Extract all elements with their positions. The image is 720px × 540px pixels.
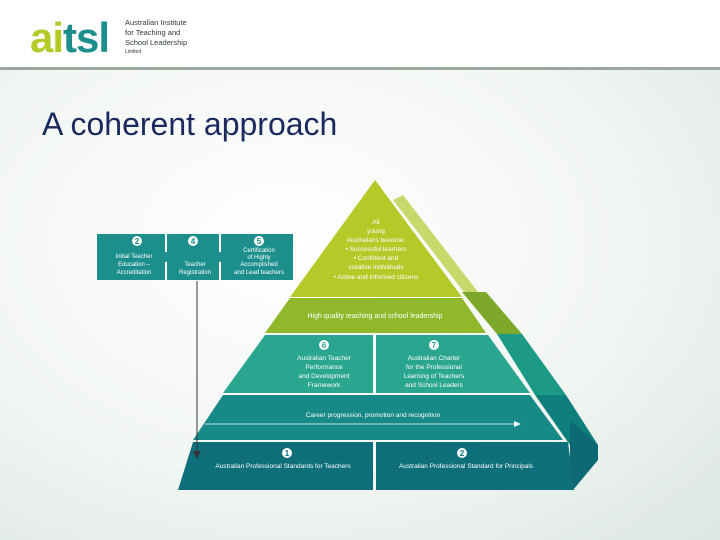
- puzzle-label: Teacher: [184, 262, 205, 268]
- number-badge: [254, 236, 264, 246]
- puzzle-piece-ite: [97, 234, 165, 280]
- number-badge: [132, 236, 142, 246]
- header-bar: aitsl Australian Institute for Teaching …: [0, 0, 720, 70]
- puzzle-label: Education –: [118, 262, 150, 268]
- box-number: 7: [432, 341, 437, 350]
- puzzle-label: Certification: [243, 248, 275, 254]
- logo-letters-tsl: tsl: [63, 14, 110, 61]
- number-badge: [429, 340, 439, 350]
- base-right-label: Australian Professional Standard for Pri…: [399, 463, 534, 470]
- career-arrowhead: [514, 421, 521, 427]
- connector-arrowhead: [193, 451, 201, 459]
- apex-text: Australians become:: [347, 237, 406, 244]
- pyramid-base-right: [376, 442, 574, 490]
- pyramid-right-box: [376, 335, 530, 393]
- career-band-label: Career progression, promotion and recogn…: [306, 412, 441, 419]
- logo-sub-line: School Leadership: [125, 38, 188, 47]
- puzzle-number: 2: [135, 237, 140, 246]
- right-box-label: for the Professional: [406, 364, 463, 371]
- puzzle-number: 5: [257, 237, 262, 246]
- puzzle-knob: [215, 252, 225, 262]
- quality-band-label: High quality teaching and school leaders…: [307, 313, 442, 320]
- puzzle-label: Registration: [179, 270, 211, 276]
- number-badge: [188, 236, 198, 246]
- apex-text: All: [372, 219, 380, 226]
- base-shadow-facet: [570, 420, 598, 490]
- left-box-label: Framework: [308, 382, 341, 389]
- pyramid-quality-band: [265, 298, 486, 333]
- logo-sub-line: Limited: [125, 49, 142, 55]
- right-box-label: and School Leaders: [405, 382, 464, 389]
- left-box-label: Australian Teacher: [297, 355, 352, 362]
- logo-letter-a: a: [30, 14, 53, 61]
- middle-shadow-facet: [497, 334, 566, 395]
- puzzle-label: and Lead teachers: [234, 270, 284, 276]
- puzzle-knob: [161, 252, 171, 262]
- puzzle-label: Accomplished: [240, 262, 277, 268]
- left-box-label: Performance: [305, 364, 343, 371]
- apex-shadow-facet: [393, 195, 478, 300]
- right-box-label: Australian Charter: [408, 355, 461, 362]
- box-number: 6: [322, 341, 327, 350]
- puzzle-label: of Highly: [247, 255, 270, 261]
- slide-title: A coherent approach: [42, 106, 338, 142]
- pyramid-career-band: [193, 395, 563, 440]
- base-left-label: Australian Professional Standards for Te…: [215, 463, 351, 470]
- logo-sub-line: Australian Institute: [125, 18, 187, 27]
- logo-organisation-name: Australian Institute for Teaching and Sc…: [125, 18, 215, 56]
- apex-text: creative individuals: [349, 264, 405, 271]
- apex-text: • Confident and: [354, 255, 399, 262]
- pyramid-left-box: [223, 335, 373, 393]
- apex-text: young: [367, 228, 385, 235]
- number-badge: [282, 448, 292, 458]
- logo-sub-line: for Teaching and: [125, 28, 181, 37]
- puzzle-number: 4: [191, 237, 196, 246]
- base-number: 2: [460, 449, 465, 458]
- number-badge: [319, 340, 329, 350]
- pyramid-base-left: [178, 442, 373, 490]
- logo-letter-i: i: [52, 14, 64, 61]
- right-box-label: Learning of Teachers: [404, 373, 465, 380]
- quality-shadow-facet: [462, 292, 522, 334]
- pyramid-apex: [290, 180, 462, 297]
- number-badge: [457, 448, 467, 458]
- aitsl-logo: aitsl: [30, 14, 110, 61]
- apex-text: • Successful learners: [346, 246, 408, 253]
- base-number: 1: [285, 449, 290, 458]
- apex-text: • Active and informed citizens: [334, 274, 419, 281]
- left-box-label: and Development: [299, 373, 350, 380]
- puzzle-label: Accreditation: [117, 270, 152, 276]
- puzzle-label: Initial Teacher: [116, 254, 153, 260]
